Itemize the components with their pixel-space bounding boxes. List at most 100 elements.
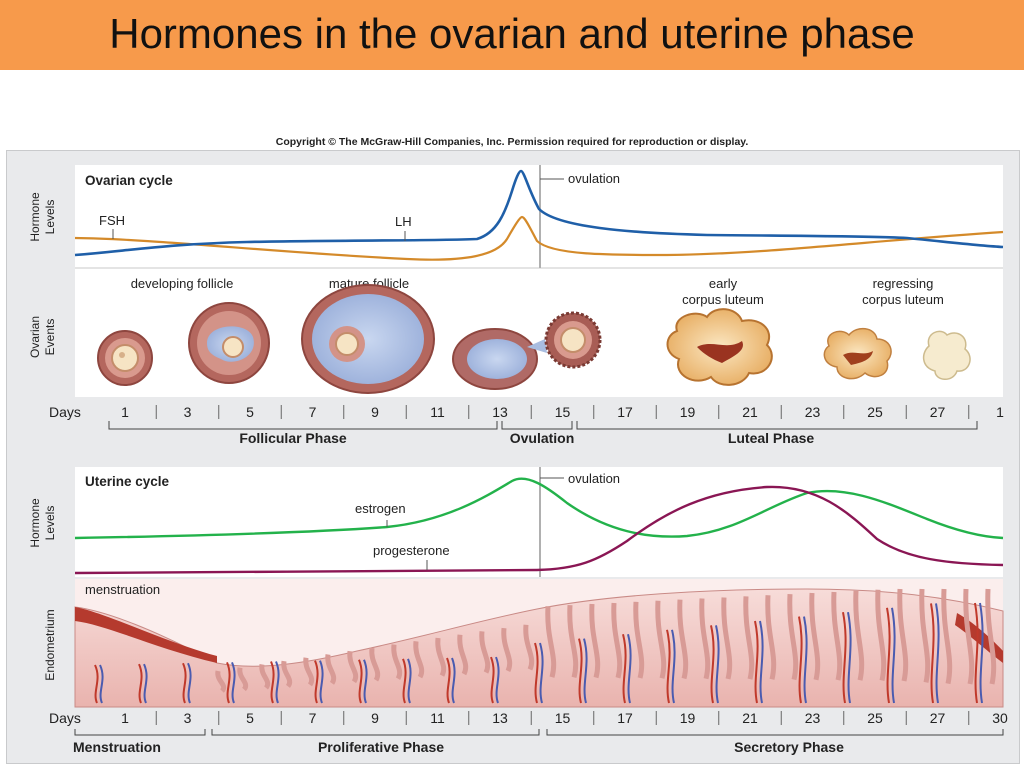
spiral-artery <box>798 616 803 704</box>
day-label: 5 <box>246 710 254 726</box>
spiral-artery <box>974 602 979 704</box>
regressing-corpus-luteum-label-1: regressing <box>873 276 934 291</box>
day-label: 1 <box>996 404 1004 420</box>
spiral-artery <box>842 612 847 704</box>
day-label: 30 <box>992 710 1008 726</box>
ovulation-bracket <box>501 421 573 430</box>
regressing-corpus-luteum <box>823 327 892 380</box>
developing-follicle-medium <box>188 302 270 384</box>
gland <box>809 592 821 681</box>
vein <box>979 602 984 704</box>
early-corpus-luteum-label-2: corpus luteum <box>682 292 764 307</box>
vein <box>495 656 500 704</box>
luteal-phase-label: Luteal Phase <box>728 430 815 446</box>
spiral-artery <box>578 638 583 704</box>
gland <box>391 644 403 680</box>
ruptured-follicle <box>452 328 547 390</box>
menstruation-phase-label: Menstruation <box>73 739 161 755</box>
released-oocyte <box>544 311 602 369</box>
endometrial-glands <box>215 588 997 693</box>
spiral-artery <box>490 656 495 704</box>
proliferative-phase-label: Proliferative Phase <box>318 739 444 755</box>
gland <box>919 588 931 683</box>
developing-follicle-label: developing follicle <box>131 276 234 291</box>
day-label: 13 <box>492 404 508 420</box>
lh-line <box>74 169 1004 257</box>
day-label: 5 <box>246 404 254 420</box>
day-label: 9 <box>371 710 379 726</box>
early-corpus-luteum <box>666 308 773 386</box>
spiral-artery <box>622 633 627 704</box>
vein <box>803 616 808 704</box>
gland <box>963 588 975 685</box>
developing-follicle-small <box>97 330 153 386</box>
spiral-artery <box>930 603 935 704</box>
secretory-bracket <box>546 729 1004 736</box>
spiral-artery <box>886 607 891 704</box>
gland <box>677 599 689 680</box>
day-label: 25 <box>867 710 883 726</box>
spiral-artery <box>446 657 451 704</box>
spiral-artery <box>358 659 363 704</box>
vein <box>407 658 412 704</box>
proliferative-bracket <box>211 729 540 736</box>
gland <box>501 627 513 673</box>
luteal-bracket <box>576 421 978 430</box>
ovulation-phase-label: Ovulation <box>510 430 575 446</box>
estrogen-line <box>74 477 1004 540</box>
gland <box>281 660 293 688</box>
regressing-corpus-luteum-label-2: corpus luteum <box>862 292 944 307</box>
gland <box>259 663 271 690</box>
early-corpus-luteum-label-1: early <box>709 276 738 291</box>
day-label: 21 <box>742 404 758 420</box>
gland <box>457 634 469 676</box>
gland <box>875 589 887 681</box>
day-label: 15 <box>555 710 571 726</box>
ovarian-events-label-1: Ovarian <box>28 316 42 358</box>
day-label: 27 <box>930 404 946 420</box>
title-bar <box>0 0 1024 70</box>
vein <box>847 612 852 704</box>
lh-label: LH <box>395 214 412 229</box>
day-label: 7 <box>309 404 317 420</box>
vein <box>539 642 544 704</box>
ovarian-hormone-label-1: Hormone <box>28 192 42 242</box>
day-label: 13 <box>492 710 508 726</box>
gland <box>369 647 381 682</box>
spiral-arteries <box>94 602 984 704</box>
estrogen-label: estrogen <box>355 501 406 516</box>
day-label: 21 <box>742 710 758 726</box>
gland <box>413 641 425 679</box>
gland <box>765 595 777 680</box>
day-label: 27 <box>930 710 946 726</box>
spiral-artery <box>754 620 759 704</box>
copyright-notice: Copyright © The McGraw-Hill Companies, I… <box>275 136 749 148</box>
fsh-line <box>74 215 1004 261</box>
day-label: 17 <box>617 710 633 726</box>
vein <box>671 629 676 704</box>
day-label: 9 <box>371 404 379 420</box>
secretory-phase-label: Secretory Phase <box>734 739 844 755</box>
slide-title: Hormones in the ovarian and uterine phas… <box>109 10 915 57</box>
day-label: 23 <box>805 404 821 420</box>
spiral-artery <box>226 661 231 704</box>
gland <box>831 591 843 681</box>
ovarian-events-label-2: Events <box>43 319 57 356</box>
vein <box>715 625 720 704</box>
gland <box>699 598 711 680</box>
gland <box>655 600 667 679</box>
vein <box>627 633 632 704</box>
gland <box>633 601 645 679</box>
endometrium-side-label: Endometrium <box>43 609 57 680</box>
gland <box>237 667 249 692</box>
day-label: 17 <box>617 404 633 420</box>
day-label: 19 <box>680 404 696 420</box>
gland <box>941 588 953 685</box>
gland <box>347 650 359 684</box>
uterine-cycle-title: Uterine cycle <box>85 474 170 489</box>
vein <box>143 663 148 704</box>
gland <box>545 606 557 678</box>
vein <box>583 638 588 704</box>
